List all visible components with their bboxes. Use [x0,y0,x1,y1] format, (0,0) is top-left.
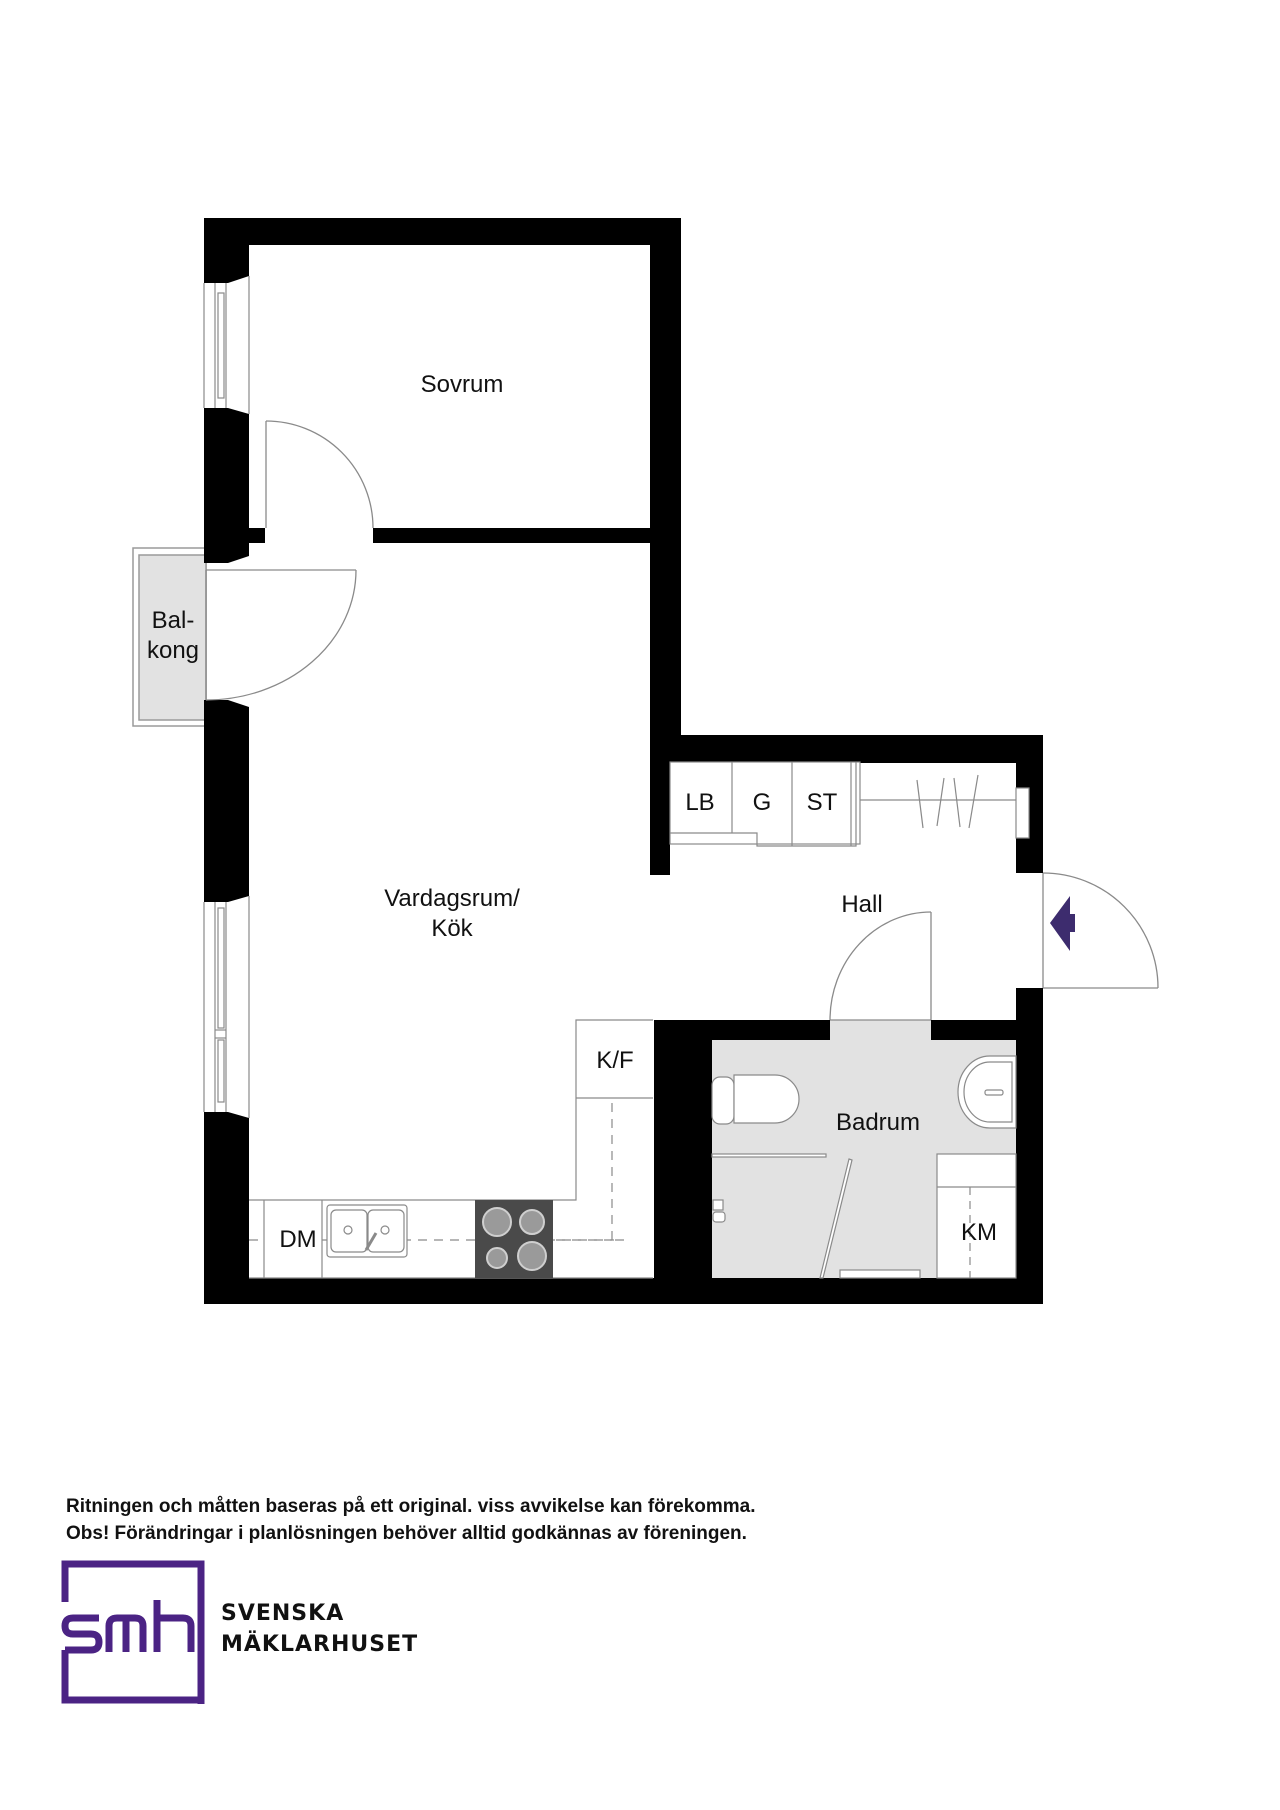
washbasin-icon [957,1055,1017,1129]
brand-name-line-1: SVENSKA [221,1601,345,1626]
walls [204,218,1043,1304]
disclaimer-line-1: Ritningen och måtten baseras på ett orig… [66,1496,756,1517]
disclaimer: Ritningen och måtten baseras på ett orig… [66,1493,756,1547]
room-label-badrum: Badrum [836,1109,920,1136]
sink-icon [326,1204,408,1258]
fixture-label-km: KM [961,1219,997,1246]
room-label-kok: Kök [431,915,473,942]
door-balcony [205,569,357,701]
fixture-label-st: ST [807,789,838,816]
fixture-label-lb: LB [685,789,714,816]
brand-name: SVENSKA MÄKLARHUSET [221,1598,418,1660]
smh-logo-icon [61,1560,205,1704]
kitchen-counter [249,1019,653,1279]
door-bathroom [829,911,932,1021]
fixture-label-dm: DM [279,1226,316,1253]
balcony [132,547,207,727]
door-bedroom [265,420,374,529]
window-living [203,896,250,1118]
hall-closets [669,761,1030,847]
entrance-arrow-icon [1050,896,1075,951]
room-label-sovrum: Sovrum [421,371,504,398]
bathroom-door-threshold [830,1020,931,1042]
stove-icon [475,1200,553,1278]
room-label-hall: Hall [841,891,882,918]
window-bedroom [203,276,250,414]
washing-machine [936,1153,1017,1279]
brand-name-line-2: MÄKLARHUSET [221,1632,419,1657]
disclaimer-line-2: Obs! Förändringar i planlösningen behöve… [66,1523,747,1544]
room-label-balkong-1: Bal- [152,607,195,634]
fixture-label-g: G [753,789,772,816]
shower-area [711,1153,921,1279]
room-label-vardagsrum: Vardagsrum/ [384,885,520,912]
door-entrance [1042,872,1159,989]
room-label-balkong-2: kong [147,637,199,664]
toilet-icon [711,1074,800,1125]
fixture-label-kf: K/F [596,1047,633,1074]
